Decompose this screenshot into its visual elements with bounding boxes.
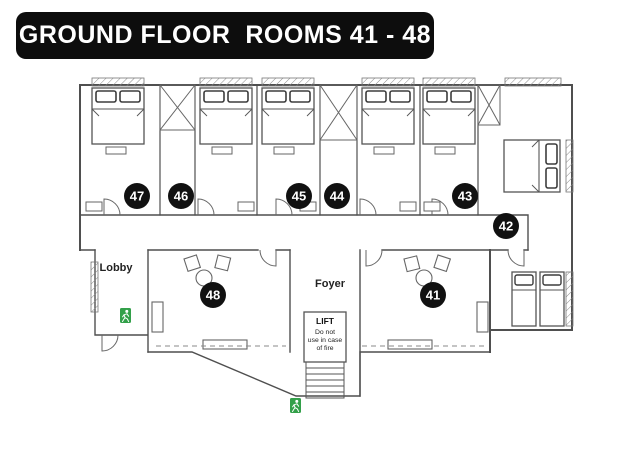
lift: LIFT Do not use in case of fire	[303, 311, 347, 363]
room-number: 47	[130, 189, 144, 204]
beds	[91, 87, 565, 327]
walls	[79, 84, 573, 397]
room-number: 48	[206, 288, 220, 303]
double-bed-icon	[503, 139, 561, 193]
title-banner: GROUND FLOOR ROOMS 41 - 48	[16, 12, 434, 59]
lift-warning-line2: use in case	[308, 337, 343, 344]
lift-warning-line3: of fire	[317, 345, 334, 352]
fire-exit-icon	[119, 307, 132, 324]
room-badge-41: 41	[420, 282, 446, 308]
stairs	[305, 361, 345, 399]
armchair-icon	[214, 254, 232, 272]
double-bed-icon	[261, 87, 315, 145]
cabinet-icon	[202, 339, 248, 350]
twin-bed-icon	[511, 271, 537, 327]
room-badge-47: 47	[124, 183, 150, 209]
doors	[101, 198, 525, 352]
room-number: 44	[330, 189, 345, 204]
lift-box	[303, 311, 347, 363]
double-bed-icon	[361, 87, 415, 145]
desk-icon	[476, 301, 489, 333]
armchair-icon	[433, 254, 452, 273]
twin-bed-icon	[539, 271, 565, 327]
lounge-furniture	[151, 254, 489, 350]
lift-label: LIFT	[316, 316, 335, 326]
double-bed-icon	[91, 87, 145, 145]
lobby-label: Lobby	[100, 262, 134, 274]
room-badge-48: 48	[200, 282, 226, 308]
fire-exit-icon	[289, 397, 302, 414]
room-badge-43: 43	[452, 183, 478, 209]
double-bed-icon	[422, 87, 476, 145]
bedroom-furniture	[85, 146, 456, 212]
desk-icon	[151, 301, 164, 333]
room-number: 42	[499, 219, 513, 234]
room-number: 45	[292, 189, 306, 204]
room-badge-44: 44	[324, 183, 350, 209]
service-shafts	[159, 84, 501, 141]
room-number: 43	[458, 189, 472, 204]
armchair-icon	[403, 255, 421, 273]
room-badge-42: 42	[493, 213, 519, 239]
foyer-label: Foyer	[315, 278, 346, 290]
double-bed-icon	[199, 87, 253, 145]
room-number: 41	[426, 288, 440, 303]
armchair-icon	[183, 254, 202, 273]
room-badge-46: 46	[168, 183, 194, 209]
lift-warning-line1: Do not	[315, 329, 335, 336]
cabinet-icon	[387, 339, 433, 350]
room-number: 46	[174, 189, 188, 204]
windows	[90, 77, 574, 327]
room-badge-45: 45	[286, 183, 312, 209]
page-title: GROUND FLOOR ROOMS 41 - 48	[18, 21, 432, 49]
